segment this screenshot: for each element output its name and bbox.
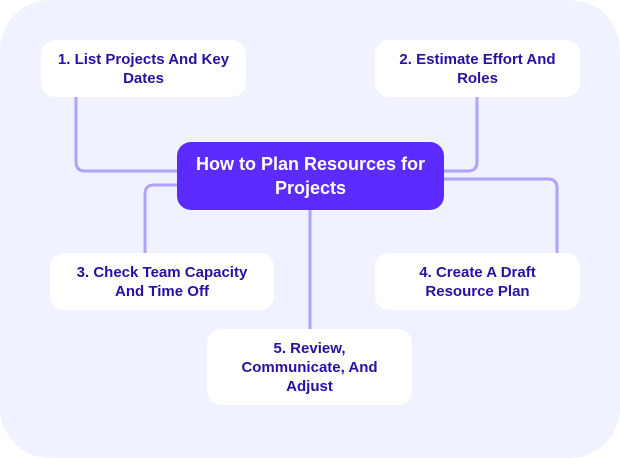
node-4-label: 4. Create A Draft Resource Plan: [419, 263, 536, 300]
node-4: 4. Create A Draft Resource Plan: [375, 253, 580, 310]
node-3-label: 3. Check Team Capacity And Time Off: [76, 263, 248, 300]
node-2-label: 2. Estimate Effort And Roles: [399, 50, 556, 87]
connector-node-1: [74, 96, 178, 173]
node-5: 5. Review, Communicate, And Adjust: [207, 329, 412, 405]
connector-node-3: [143, 183, 178, 253]
node-1-label: 1. List Projects And Key Dates: [57, 50, 230, 87]
node-1: 1. List Projects And Key Dates: [41, 40, 246, 97]
connector-node-4: [444, 177, 559, 253]
central-topic: How to Plan Resources for Projects: [177, 142, 444, 210]
connector-node-2: [444, 96, 479, 173]
node-2: 2. Estimate Effort And Roles: [375, 40, 580, 97]
central-topic-label: How to Plan Resources for Projects: [195, 154, 426, 198]
node-3: 3. Check Team Capacity And Time Off: [50, 253, 274, 310]
node-5-label: 5. Review, Communicate, And Adjust: [241, 339, 378, 395]
